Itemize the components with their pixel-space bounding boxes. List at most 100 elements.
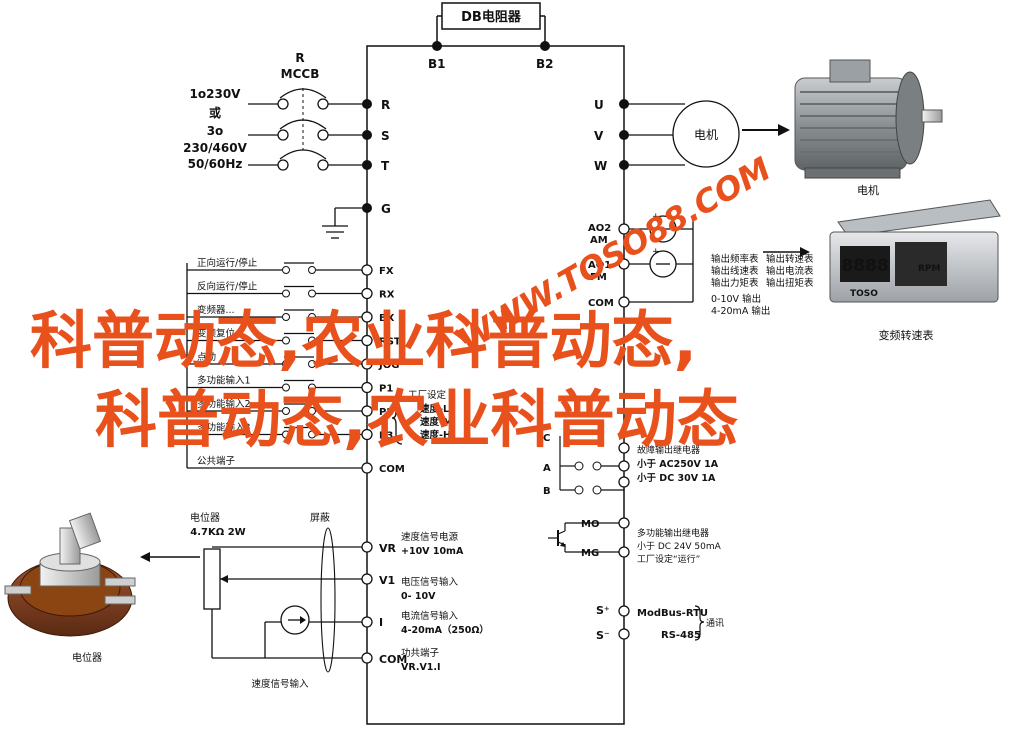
motor-caption: 电机 [857,183,879,197]
v1-desc-2: 0- 10V [401,591,436,602]
motor-symbol-label: 电机 [694,128,718,142]
ground-section: G [322,202,391,239]
mccb-label: MCCB [281,67,320,81]
input-label: 变频复位 [197,328,236,340]
v1-desc-1: 电压信号输入 [401,576,459,588]
supply-line-3: 3o [207,124,224,138]
relay-a-label: A [543,463,551,474]
modbus-label: ModBus-RTU [637,608,708,619]
motor-symbol [672,100,740,168]
input-terminal-label: COM [379,464,405,475]
com-desc-1: 功共端子 [401,647,440,659]
input-terminal-label: P2 [379,407,393,418]
meter-brand: TOSO [850,289,878,299]
pot-label-1: 电位器 [190,511,220,524]
plus-sign-2: + [652,247,660,257]
am-label: AM [590,235,608,246]
vr-desc-1: 速度信号电源 [401,531,459,543]
digital-input-section [186,263,367,469]
input-label: 多功能输入3 [197,422,251,434]
input-row: 变频器... BX [187,304,395,324]
pot-symbol [203,548,221,610]
watermark-line-1: 科普动态,农业科普动态, [30,304,697,377]
terminal-r-dot [362,99,372,109]
input-terminal-label: FX [379,266,394,277]
mo-desc-3: 工厂设定“运行” [637,553,700,565]
speed-l: 速度-L [420,403,449,415]
ao1-label: AO1 [588,260,611,271]
db-resistor: DB电阻器 B1 B2 [428,2,554,71]
speed-h: 速度-H [420,429,451,441]
mo-label: MO [581,519,599,530]
terminal-s-label: S [381,129,390,143]
analog-output-section: AO2 AM AO1 FM COM + + 输出频率表 输出线速表 输出力矩表 … [588,199,1001,342]
input-label: 变频器... [197,304,235,316]
input-row: 公共端子 COM [197,455,405,475]
input-label: 点动 [197,352,216,363]
input-terminal-dot [361,287,373,300]
terminal-b1-label: B1 [428,57,446,71]
output-option-6: 输出扭矩表 [766,277,814,289]
input-terminal-label: BX [379,313,395,324]
input-row: 正向运行/停止 FX [187,257,394,277]
terminal-vr-label: VR [379,542,397,555]
input-label: 公共端子 [197,455,236,467]
terminal-v-label: V [594,129,604,143]
mo-desc-1: 多功能输出继电器 [637,527,709,539]
meter-digits: 8888 [841,256,888,276]
fault-relay-section: A C B 故障输出继电器 小于 AC250V 1A 小于 DC 30V 1A [543,433,719,497]
terminal-t-dot [362,160,372,170]
output-range-2: 4-20mA 输出 [711,305,770,317]
watermark-line-2: 科普动态,农业科普动态 [95,383,739,456]
input-terminal-dot [361,428,373,441]
input-terminal-dot [361,311,373,323]
comm-label: 通讯 [706,618,724,629]
terminal-com-analog-label: COM [379,653,407,666]
meter-unit: RPM [918,264,941,274]
com-desc-2: VR.V1.I [401,662,441,673]
modbus-section: S⁺ S⁻ ModBus-RTU RS-485 通讯 [596,604,724,642]
input-terminal-label: JOG [378,360,399,371]
supply-line-2: 或 [209,105,221,120]
analog-input-section: 电位器 4.7KΩ 2W 屏蔽 VR V1 I COM 速度信号电源 +10V … [140,511,489,690]
supply-line-4: 230/460V [183,141,247,155]
pot-caption: 电位器 [72,651,102,664]
meter-caption: 变频转速表 [879,328,934,342]
terminal-i-label: I [379,616,383,629]
rs485-label: RS-485 [661,630,701,641]
output-range-1: 0-10V 输出 [711,293,761,305]
multi-output-section: MO MG 多功能输出继电器 小于 DC 24V 50mA 工厂设定“运行” [548,517,722,565]
terminal-g-label: G [381,202,391,216]
mccb-r-label: R [295,51,304,65]
supply-line-1: 1o230V [190,87,242,101]
terminal-t-label: T [381,159,390,173]
input-terminal-dot [361,381,373,394]
terminal-v1-label: V1 [379,574,395,587]
multi-speed-title: 工厂设定 [408,389,447,401]
ao2-label: AO2 [588,223,611,234]
db-resistor-label: DB电阻器 [461,9,522,25]
plus-sign-1: + [652,212,660,222]
multi-speed-note: 工厂设定 速度-L 速度-M 速度-H [391,389,452,445]
input-terminal-label: RX [379,290,395,301]
input-terminal-dot [361,264,373,276]
vr-desc-2: +10V 10mA [401,546,464,557]
terminal-b1-dot [432,41,442,51]
relay-desc-1: 故障输出继电器 [637,444,700,456]
input-label: 正向运行/停止 [197,257,258,269]
output-option-1: 输出频率表 [711,253,759,265]
speed-m: 速度-M [420,416,452,428]
output-option-3: 输出力矩表 [711,277,759,289]
input-terminal-dot [361,405,373,417]
mo-desc-2: 小于 DC 24V 50mA [637,541,722,552]
terminal-b2-dot [540,41,550,51]
fm-label: FM [590,272,607,283]
input-terminal-dot [361,462,373,474]
